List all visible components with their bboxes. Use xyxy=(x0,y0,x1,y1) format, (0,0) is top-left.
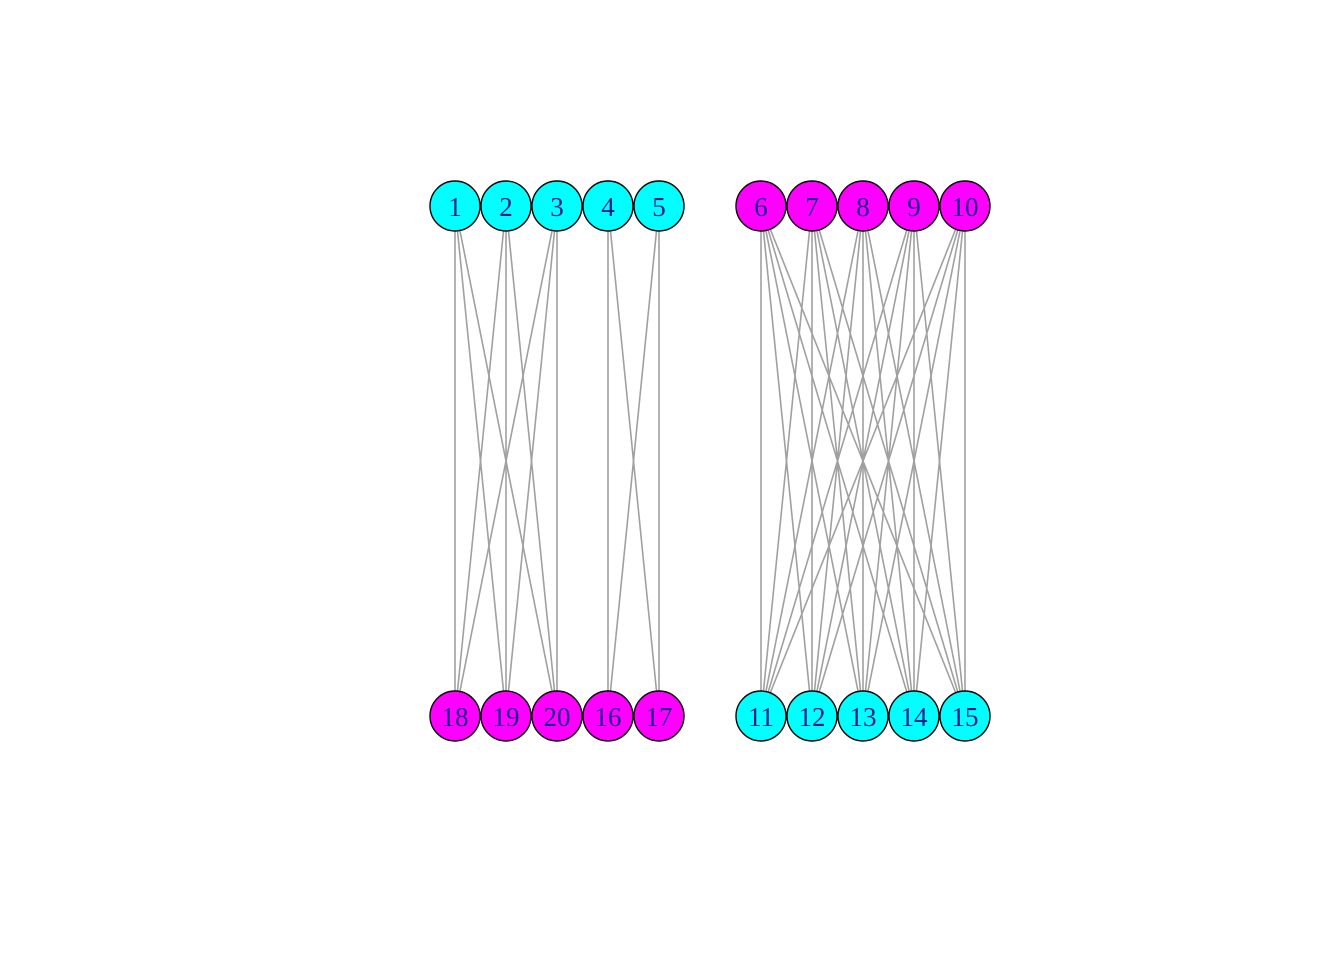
node-3: 3 xyxy=(531,180,583,232)
node-label: 19 xyxy=(493,702,520,732)
edge-10-12 xyxy=(811,205,966,717)
node-label: 16 xyxy=(595,702,622,732)
node-17: 17 xyxy=(633,690,685,742)
edge-10-11 xyxy=(760,205,966,717)
edge-3-19 xyxy=(505,205,558,717)
node-label: 7 xyxy=(805,192,819,222)
node-8: 8 xyxy=(837,180,889,232)
node-1: 1 xyxy=(429,180,481,232)
node-label: 4 xyxy=(601,192,615,222)
edge-10-13 xyxy=(862,205,966,717)
node-label: 15 xyxy=(952,702,979,732)
edge-9-11 xyxy=(760,205,915,717)
node-circle xyxy=(429,180,481,232)
node-label: 20 xyxy=(544,702,571,732)
node-label: 2 xyxy=(499,192,513,222)
node-circle xyxy=(480,690,532,742)
edge-8-11 xyxy=(760,205,864,717)
node-11: 11 xyxy=(735,690,787,742)
node-7: 7 xyxy=(786,180,838,232)
node-label: 1 xyxy=(448,192,462,222)
node-circle xyxy=(786,690,838,742)
node-circle xyxy=(837,690,889,742)
node-label: 10 xyxy=(952,192,979,222)
node-16: 16 xyxy=(582,690,634,742)
node-9: 9 xyxy=(888,180,940,232)
node-circle xyxy=(633,690,685,742)
node-circle xyxy=(837,180,889,232)
edge-5-16 xyxy=(607,205,660,717)
node-label: 17 xyxy=(646,702,673,732)
node-5: 5 xyxy=(633,180,685,232)
node-12: 12 xyxy=(786,690,838,742)
node-label: 12 xyxy=(799,702,826,732)
node-label: 13 xyxy=(850,702,877,732)
node-circle xyxy=(531,690,583,742)
node-circle xyxy=(582,690,634,742)
node-10: 10 xyxy=(939,180,991,232)
node-circle xyxy=(735,180,787,232)
node-circle xyxy=(939,690,991,742)
edge-2-18 xyxy=(454,205,507,717)
node-18: 18 xyxy=(429,690,481,742)
edge-3-18 xyxy=(454,205,558,717)
node-4: 4 xyxy=(582,180,634,232)
node-circle xyxy=(633,180,685,232)
node-circle xyxy=(429,690,481,742)
node-circle xyxy=(582,180,634,232)
node-13: 13 xyxy=(837,690,889,742)
node-label: 3 xyxy=(550,192,564,222)
node-label: 14 xyxy=(901,702,929,732)
node-2: 2 xyxy=(480,180,532,232)
node-circle xyxy=(939,180,991,232)
node-circle xyxy=(480,180,532,232)
node-circle xyxy=(786,180,838,232)
edge-10-14 xyxy=(913,205,966,717)
node-label: 11 xyxy=(748,702,774,732)
node-19: 19 xyxy=(480,690,532,742)
node-circle xyxy=(888,690,940,742)
node-15: 15 xyxy=(939,690,991,742)
node-14: 14 xyxy=(888,690,940,742)
node-circle xyxy=(531,180,583,232)
edges-layer xyxy=(454,205,966,717)
node-6: 6 xyxy=(735,180,787,232)
node-label: 18 xyxy=(442,702,469,732)
node-label: 9 xyxy=(907,192,921,222)
node-label: 5 xyxy=(652,192,666,222)
node-label: 8 xyxy=(856,192,870,222)
node-label: 6 xyxy=(754,192,768,222)
node-circle xyxy=(735,690,787,742)
edge-7-11 xyxy=(760,205,813,717)
node-circle xyxy=(888,180,940,232)
node-20: 20 xyxy=(531,690,583,742)
